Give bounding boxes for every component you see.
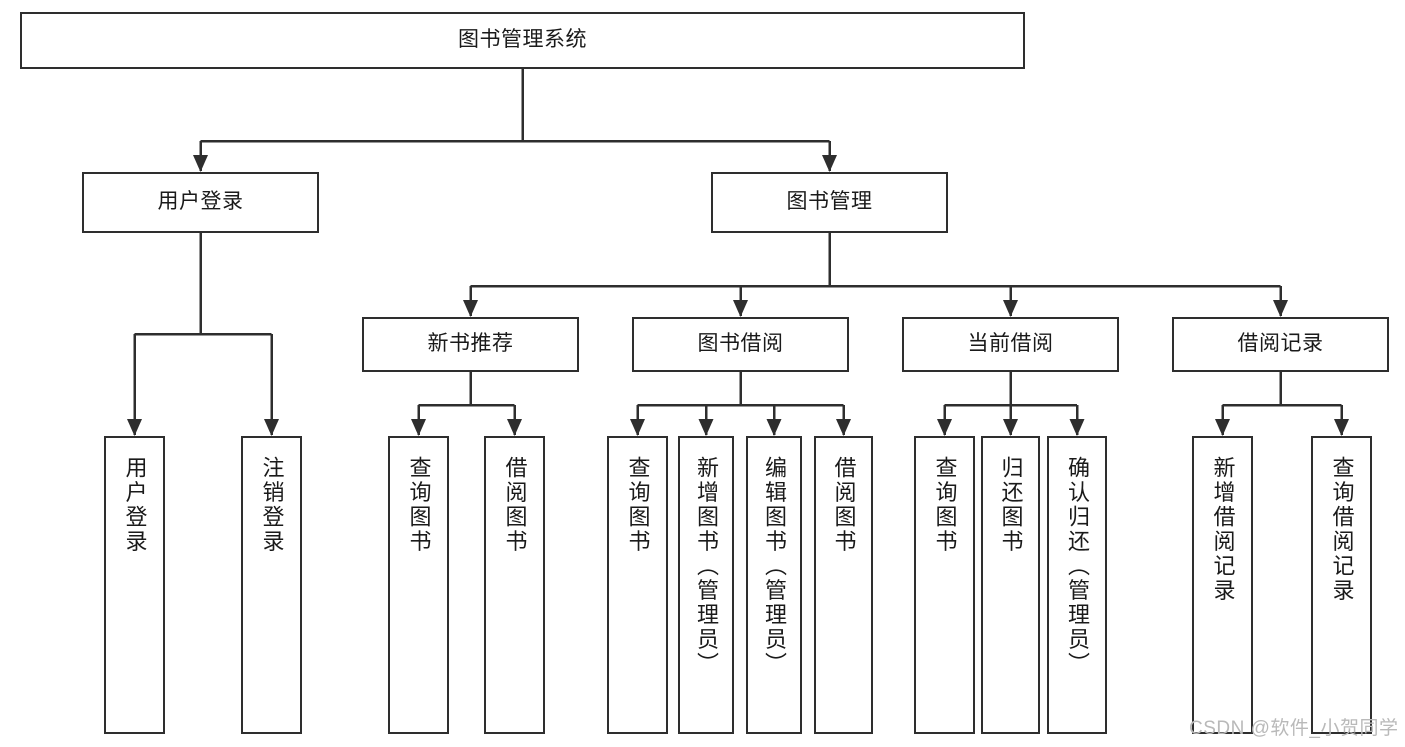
- leaf-add-borrow-record-label: 新增借阅记录: [1210, 456, 1236, 603]
- node-user-login-label: 用户登录: [157, 190, 244, 214]
- leaf-add-borrow-record[interactable]: 新增借阅记录: [1192, 436, 1253, 734]
- leaf-query-book-2[interactable]: 查询图书: [607, 436, 668, 734]
- leaf-edit-book[interactable]: 编辑图书（管理员）: [746, 436, 802, 734]
- node-book-management-label: 图书管理: [786, 190, 873, 214]
- watermark: CSDN @软件_小贺同学: [1189, 718, 1399, 739]
- leaf-query-book-1-label: 查询图书: [406, 456, 432, 554]
- leaf-return-book-label: 归还图书: [998, 456, 1024, 554]
- node-borrowing-record-label: 借阅记录: [1237, 332, 1324, 356]
- node-root-label: 图书管理系统: [458, 28, 587, 52]
- node-current-borrowing[interactable]: 当前借阅: [902, 317, 1119, 372]
- leaf-add-book[interactable]: 新增图书（管理员）: [678, 436, 734, 734]
- leaf-query-borrow-record[interactable]: 查询借阅记录: [1311, 436, 1372, 734]
- leaf-edit-book-label: 编辑图书（管理员）: [761, 456, 787, 677]
- leaf-borrow-book-1[interactable]: 借阅图书: [484, 436, 545, 734]
- leaf-query-book-2-label: 查询图书: [625, 456, 651, 554]
- leaf-user-login-label: 用户登录: [122, 456, 148, 554]
- leaf-add-book-label: 新增图书（管理员）: [693, 456, 719, 677]
- leaf-borrow-book-2-label: 借阅图书: [831, 456, 857, 554]
- node-borrowing-record[interactable]: 借阅记录: [1172, 317, 1389, 372]
- node-book-borrowing-label: 图书借阅: [697, 332, 784, 356]
- leaf-confirm-return-label: 确认归还（管理员）: [1064, 456, 1090, 677]
- leaf-query-book-3[interactable]: 查询图书: [914, 436, 975, 734]
- leaf-return-book[interactable]: 归还图书: [981, 436, 1040, 734]
- node-book-management[interactable]: 图书管理: [711, 172, 948, 233]
- node-user-login[interactable]: 用户登录: [82, 172, 319, 233]
- node-current-borrowing-label: 当前借阅: [967, 332, 1054, 356]
- leaf-query-borrow-record-label: 查询借阅记录: [1329, 456, 1355, 603]
- node-book-borrowing[interactable]: 图书借阅: [632, 317, 849, 372]
- leaf-logout-label: 注销登录: [259, 456, 285, 554]
- leaf-confirm-return[interactable]: 确认归还（管理员）: [1047, 436, 1107, 734]
- leaf-logout[interactable]: 注销登录: [241, 436, 302, 734]
- leaf-borrow-book-1-label: 借阅图书: [502, 456, 528, 554]
- leaf-borrow-book-2[interactable]: 借阅图书: [814, 436, 873, 734]
- node-root[interactable]: 图书管理系统: [20, 12, 1025, 69]
- leaf-query-book-3-label: 查询图书: [932, 456, 958, 554]
- leaf-query-book-1[interactable]: 查询图书: [388, 436, 449, 734]
- node-new-book-recommendation[interactable]: 新书推荐: [362, 317, 579, 372]
- node-new-book-recommendation-label: 新书推荐: [427, 332, 514, 356]
- leaf-user-login[interactable]: 用户登录: [104, 436, 165, 734]
